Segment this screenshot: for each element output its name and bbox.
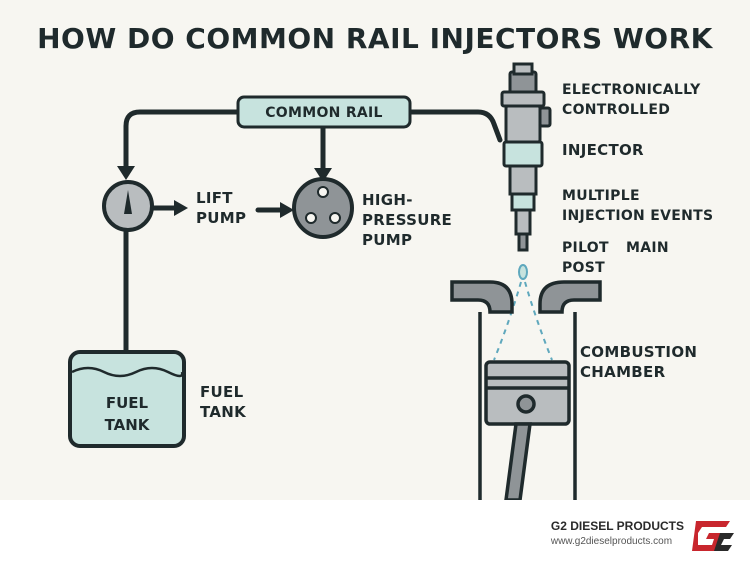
brand-url: www.g2dieselproducts.com	[550, 536, 673, 547]
rail-pipe-right	[407, 109, 503, 143]
fuel-system-diagram	[68, 62, 602, 500]
phase-main: MAIN	[626, 240, 669, 256]
piston	[484, 360, 571, 500]
fuel-spray	[493, 264, 553, 361]
arrow-down-gauge	[117, 166, 135, 180]
high-pressure-pump-label: HIGH- PRESSURE PUMP	[362, 191, 453, 249]
phase-post: POST	[562, 260, 605, 276]
phase-pilot: PILOT	[562, 240, 609, 256]
page-title: HOW DO COMMON RAIL INJECTORS WORK	[37, 22, 713, 55]
fuel-tank	[68, 350, 186, 448]
injection-phases-label: PILOT MAIN POST	[562, 238, 669, 278]
arrow-down-hp-pump	[314, 168, 332, 182]
combustion-chamber-label: COMBUSTION CHAMBER	[580, 343, 698, 381]
g2-logo-icon	[692, 521, 734, 551]
lift-pump-label: LIFT PUMP	[196, 189, 247, 227]
injector	[500, 62, 552, 252]
cylinder-head	[450, 280, 602, 314]
common-rail-label: COMMON RAIL	[265, 105, 383, 121]
common-rail-box	[236, 95, 412, 129]
brand-name: G2 DIESEL PRODUCTS	[550, 519, 684, 533]
electronically-controlled-label: ELECTRONICALLY CONTROLLED	[562, 82, 701, 118]
cylinder-walls	[478, 312, 577, 500]
brand-block: G2 DIESEL PRODUCTS www.g2dieselproducts.…	[551, 519, 684, 547]
high-pressure-pump	[292, 177, 354, 239]
injection-events-label: MULTIPLE INJECTION EVENTS	[562, 188, 714, 224]
fuel-tank-side-label: FUEL TANK	[200, 383, 247, 421]
rail-pipe-left	[123, 109, 241, 171]
arrow-right-lift-pump	[174, 200, 188, 216]
arrow-right-hp-pump	[280, 202, 294, 218]
footer-bar	[0, 500, 750, 563]
injector-label: INJECTOR	[562, 141, 644, 159]
fuel-tank-inside-label: FUEL TANK	[104, 394, 150, 434]
pressure-gauge	[102, 180, 154, 232]
